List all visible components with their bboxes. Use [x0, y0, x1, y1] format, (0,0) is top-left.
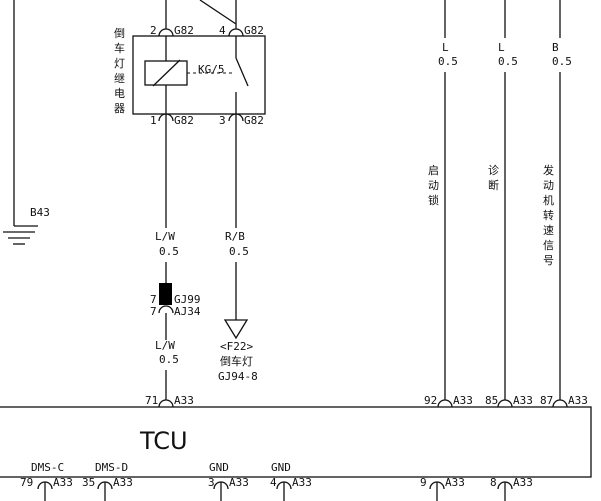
- right-wire-3-func-char: 发: [543, 163, 554, 177]
- tcu-bottom-signal: GND: [271, 461, 291, 474]
- relay-body: [132, 35, 266, 115]
- rb-wire-size: 0.5: [229, 245, 249, 258]
- pin4-number: 4: [219, 24, 226, 37]
- switch-label: KG/5: [198, 63, 225, 76]
- tcu-top-pin-connector: [158, 399, 174, 408]
- right-wire-3-func-char: 号: [543, 254, 554, 267]
- tcu-top-pin-number: 92: [424, 394, 437, 407]
- right-wire-2: L 0.5 诊 断: [488, 0, 518, 400]
- right-wire-3-size: 0.5: [552, 55, 572, 68]
- tcu-bottom-pin-number: 9: [420, 476, 427, 489]
- tcu-bottom-pin-number: 79: [20, 476, 33, 489]
- right-wire-2-func-char: 诊: [488, 163, 499, 177]
- tcu-top-pin-connector: [552, 399, 568, 408]
- inline-connector-male: [159, 283, 172, 305]
- tcu-bottom-pin-conn: A33: [513, 476, 533, 489]
- right-wire-3-func-char: 机: [543, 193, 554, 207]
- rb-wire-branch: R/B 0.5 <F22> 倒车灯 GJ94-8: [218, 114, 258, 383]
- pin3-conn: G82: [244, 114, 264, 127]
- lamp-ref-conn: GJ94-8: [218, 370, 258, 383]
- tcu-module: TCU 71 A33 92 A33 85 A33 87 A33 DMS-C 79…: [0, 394, 592, 501]
- right-wire-1-func-char: 动: [428, 179, 439, 192]
- tcu-top-pin-connector: [437, 399, 453, 408]
- lamp-ref-id: <F22>: [220, 340, 253, 353]
- inline-connector-bottom-conn: AJ34: [174, 305, 201, 318]
- right-wire-2-size: 0.5: [498, 55, 518, 68]
- pin2-conn: G82: [174, 24, 194, 37]
- inline-connector-top-pin: 7: [150, 293, 157, 306]
- pin2-connector: [158, 28, 174, 37]
- right-wire-1: L 0.5 启 动 锁: [428, 0, 458, 400]
- tcu-top-pin-number: 71: [145, 394, 158, 407]
- pin1-conn: G82: [174, 114, 194, 127]
- relay-label-char: 电: [114, 87, 125, 100]
- pin4-connector: [228, 28, 244, 37]
- rb-wire-color: R/B: [225, 230, 245, 243]
- pin2-number: 2: [150, 24, 157, 37]
- inline-connector-top-conn: GJ99: [174, 293, 201, 306]
- lw-wire-size: 0.5: [159, 245, 179, 258]
- lamp-ref-name: 倒车灯: [220, 354, 253, 368]
- pin4-conn: G82: [244, 24, 264, 37]
- right-wire-3-color: B: [552, 41, 559, 54]
- tcu-bottom-signal: GND: [209, 461, 229, 474]
- lw-wire-color: L/W: [155, 230, 175, 243]
- tcu-bottom-pin-conn: A33: [113, 476, 133, 489]
- right-wire-2-func-char: 断: [488, 178, 499, 192]
- relay-label-char: 倒: [114, 27, 125, 40]
- tcu-top-pin-number: 87: [540, 394, 553, 407]
- right-wire-3-func-char: 信: [543, 239, 554, 252]
- coil-slash: [152, 59, 181, 87]
- inline-connector-female: [158, 305, 174, 314]
- pin1-number: 1: [150, 114, 157, 127]
- ground-label: B43: [30, 206, 50, 219]
- lw2-wire-color: L/W: [155, 339, 175, 352]
- right-wire-1-func-char: 启: [428, 164, 439, 177]
- relay-label-char: 灯: [114, 57, 125, 70]
- tcu-top-pin-connector: [497, 399, 513, 408]
- lw2-wire-size: 0.5: [159, 353, 179, 366]
- tcu-body: [0, 406, 592, 478]
- ground-b43: B43: [3, 0, 50, 245]
- tcu-bottom-pin-conn: A33: [292, 476, 312, 489]
- switch-contact: [235, 57, 249, 87]
- tcu-bottom-pin-conn: A33: [445, 476, 465, 489]
- tcu-bottom-pin-number: 35: [82, 476, 95, 489]
- tcu-bottom-pin-number: 8: [490, 476, 497, 489]
- right-wire-1-func-char: 锁: [428, 193, 439, 207]
- tcu-top-pin-conn: A33: [513, 394, 533, 407]
- right-wire-3-func-char: 速: [543, 224, 554, 237]
- right-wire-3: B 0.5 发 动 机 转 速 信 号: [543, 0, 572, 400]
- tcu-bottom-pin-number: 4: [270, 476, 277, 489]
- reverse-lamp-relay: 倒 车 灯 继 电 器 2 G82 4 G82 KG/5 1 G82: [114, 0, 266, 127]
- relay-label-char: 车: [114, 41, 125, 55]
- tcu-bottom-pin-conn: A33: [53, 476, 73, 489]
- right-wire-1-size: 0.5: [438, 55, 458, 68]
- tcu-label: TCU: [139, 427, 188, 455]
- tcu-top-pin-number: 85: [485, 394, 498, 407]
- tcu-bottom-pin-conn: A33: [229, 476, 249, 489]
- right-wire-1-color: L: [442, 41, 449, 54]
- relay-label-char: 器: [114, 102, 125, 115]
- lamp-reference-arrow: [223, 319, 249, 340]
- tcu-bottom-signal: DMS-C: [31, 461, 64, 474]
- tcu-bottom-signal: DMS-D: [95, 461, 128, 474]
- lw-wire-branch: L/W 0.5 7 GJ99 7 AJ34 L/W 0.5: [150, 114, 201, 400]
- inline-connector-bottom-pin: 7: [150, 305, 157, 318]
- tcu-top-pin-conn: A33: [453, 394, 473, 407]
- right-wire-3-func-char: 转: [543, 208, 554, 222]
- pin3-number: 3: [219, 114, 226, 127]
- relay-top-diagonal-wire: [199, 0, 237, 25]
- right-wire-3-func-char: 动: [543, 179, 554, 192]
- tcu-top-pin-conn: A33: [174, 394, 194, 407]
- relay-label-char: 继: [114, 72, 125, 85]
- right-wire-2-color: L: [498, 41, 505, 54]
- tcu-top-pin-conn: A33: [568, 394, 588, 407]
- tcu-bottom-pin-number: 3: [208, 476, 215, 489]
